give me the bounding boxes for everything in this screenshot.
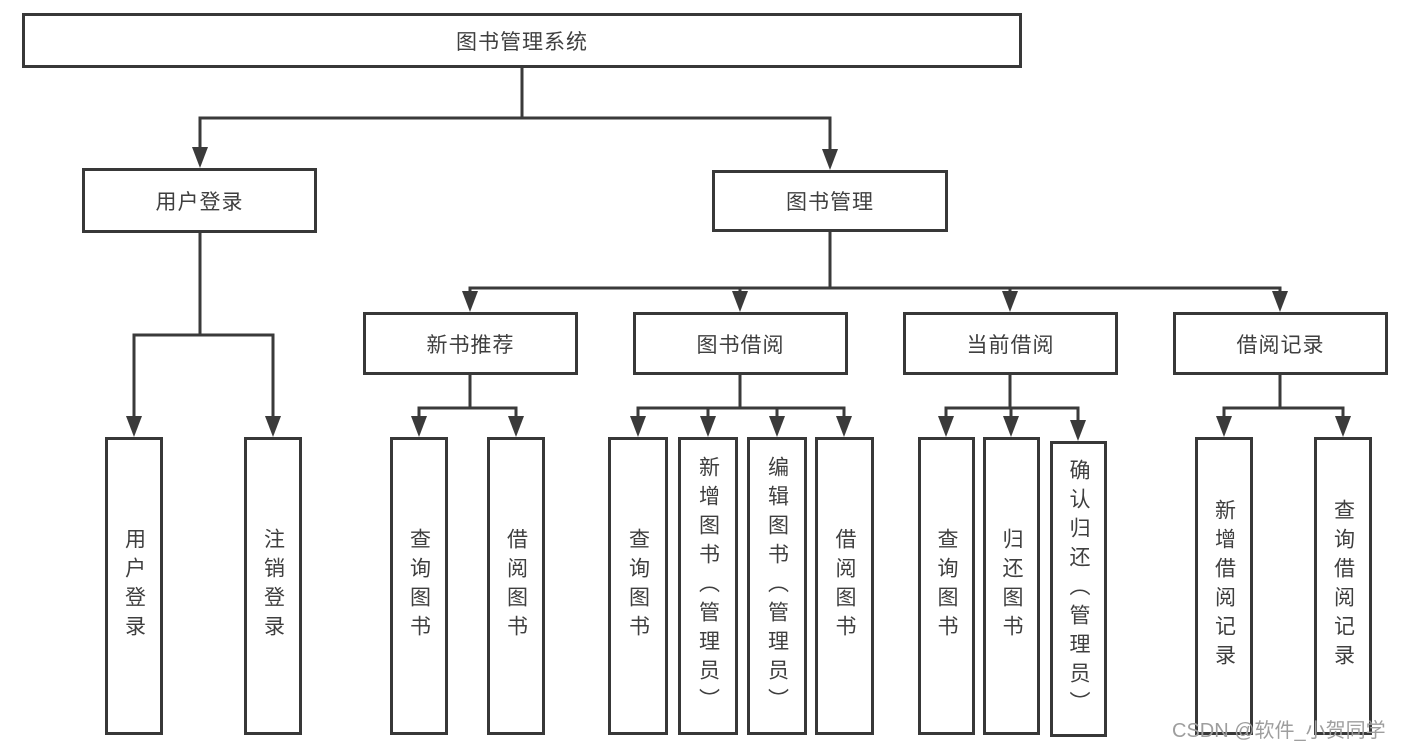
node-rec-borrow-books-label: 借阅图书 — [504, 528, 528, 644]
node-br-query-record: 查询借阅记录 — [1314, 437, 1372, 735]
arrowhead-icon — [1335, 416, 1351, 437]
node-logout-action: 注销登录 — [244, 437, 302, 735]
arrowhead-icon — [508, 416, 524, 437]
node-br-query-record-label: 查询借阅记录 — [1331, 499, 1355, 673]
node-bb-query-books: 查询图书 — [608, 437, 668, 735]
node-book-borrowing-label: 图书借阅 — [696, 333, 785, 357]
edge-new-book-recommend-children — [411, 375, 524, 437]
node-cb-query-books: 查询图书 — [918, 437, 975, 735]
node-bb-add-books-label: 新增图书（管理员） — [696, 455, 720, 717]
arrowhead-icon — [938, 416, 954, 437]
node-login-action-label: 用户登录 — [122, 528, 146, 644]
arrowhead-icon — [265, 416, 281, 437]
arrowhead-icon — [462, 291, 478, 312]
arrowhead-icon — [769, 416, 785, 437]
node-book-management: 图书管理 — [712, 170, 948, 232]
arrowhead-icon — [1272, 291, 1288, 312]
node-system-label: 图书管理系统 — [456, 30, 588, 54]
node-borrowing-records: 借阅记录 — [1173, 312, 1388, 375]
edge-current-borrowing-children — [938, 375, 1086, 441]
arrowhead-icon — [836, 416, 852, 437]
node-user-login: 用户登录 — [82, 168, 317, 233]
edge-borrowing-records-children — [1216, 375, 1351, 437]
arrowhead-icon — [192, 147, 208, 168]
node-rec-borrow-books: 借阅图书 — [487, 437, 545, 735]
arrowhead-icon — [126, 416, 142, 437]
node-br-add-record-label: 新增借阅记录 — [1212, 499, 1236, 673]
node-bb-borrow-books-label: 借阅图书 — [833, 528, 856, 644]
node-login-action: 用户登录 — [105, 437, 163, 735]
edge-user-login-children — [126, 233, 281, 437]
edge-system-children — [192, 66, 838, 170]
node-bb-edit-books: 编辑图书（管理员） — [747, 437, 807, 735]
node-current-borrowing-label: 当前借阅 — [966, 333, 1055, 357]
node-bb-query-books-label: 查询图书 — [626, 528, 650, 644]
node-new-book-recommend-label: 新书推荐 — [426, 333, 515, 357]
edge-book-borrowing-children — [630, 375, 852, 437]
node-br-add-record: 新增借阅记录 — [1195, 437, 1253, 735]
node-book-management-label: 图书管理 — [786, 191, 874, 214]
node-system: 图书管理系统 — [22, 13, 1022, 68]
arrowhead-icon — [1002, 291, 1018, 312]
node-cb-query-books-label: 查询图书 — [935, 528, 958, 644]
node-cb-confirm-return-label: 确认归还（管理员） — [1067, 458, 1090, 720]
arrowhead-icon — [411, 416, 427, 437]
arrowhead-icon — [700, 416, 716, 437]
node-new-book-recommend: 新书推荐 — [363, 312, 578, 375]
node-rec-query-books: 查询图书 — [390, 437, 448, 735]
node-borrowing-records-label: 借阅记录 — [1236, 333, 1325, 357]
node-current-borrowing: 当前借阅 — [903, 312, 1118, 375]
node-bb-edit-books-label: 编辑图书（管理员） — [765, 455, 789, 717]
node-book-borrowing: 图书借阅 — [633, 312, 848, 375]
arrowhead-icon — [822, 149, 838, 170]
arrowhead-icon — [1216, 416, 1232, 437]
node-cb-return-books-label: 归还图书 — [1000, 528, 1023, 644]
node-bb-borrow-books: 借阅图书 — [815, 437, 874, 735]
node-rec-query-books-label: 查询图书 — [407, 528, 431, 644]
node-bb-add-books: 新增图书（管理员） — [678, 437, 738, 735]
arrowhead-icon — [1003, 416, 1019, 437]
node-user-login-label: 用户登录 — [155, 190, 244, 214]
arrowhead-icon — [630, 416, 646, 437]
node-cb-return-books: 归还图书 — [983, 437, 1040, 735]
arrowhead-icon — [732, 291, 748, 312]
arrowhead-icon — [1070, 420, 1086, 441]
edge-book-management-children — [462, 232, 1288, 312]
watermark: CSDN @软件_小贺同学 — [1172, 720, 1386, 742]
node-logout-action-label: 注销登录 — [261, 528, 285, 644]
node-cb-confirm-return: 确认归还（管理员） — [1050, 441, 1107, 737]
